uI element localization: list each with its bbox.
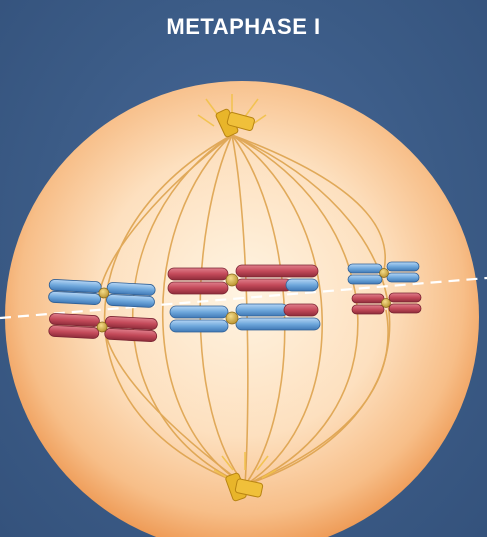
chromosome-icon [48, 313, 158, 342]
spindle-fiber-icon [103, 325, 246, 486]
centrosome-bottom [213, 452, 277, 502]
chromosome-icon [347, 261, 420, 285]
chromosome-icon [351, 292, 422, 315]
spindle-fiber-icon [231, 134, 323, 486]
diagram-title: METAPHASE I [166, 14, 321, 39]
centrosome-top [197, 94, 267, 138]
spindle-fiber-icon [231, 134, 286, 486]
centrosome-icon [226, 112, 255, 131]
homologous-pair-center [167, 264, 321, 333]
spindle-fiber-icon [231, 134, 387, 271]
spindle-fiber-icon [231, 134, 391, 486]
spindle-fiber-icon [103, 134, 246, 486]
chromosome-icon [48, 279, 156, 308]
spindle-fiber-icon [99, 134, 233, 291]
spindle-fiber-icon [161, 134, 246, 486]
spindle-fiber-icon [231, 134, 249, 486]
homologous-pair-right [347, 261, 422, 315]
spindle-fiber-icon [244, 309, 389, 486]
homologous-pair-left [48, 279, 158, 342]
chromosome-icon [169, 303, 321, 333]
chromosome-icon [167, 264, 319, 295]
metaphase-plate [0, 276, 487, 320]
spindle-fiber-icon [231, 134, 359, 486]
centrosome-icon [234, 478, 264, 498]
